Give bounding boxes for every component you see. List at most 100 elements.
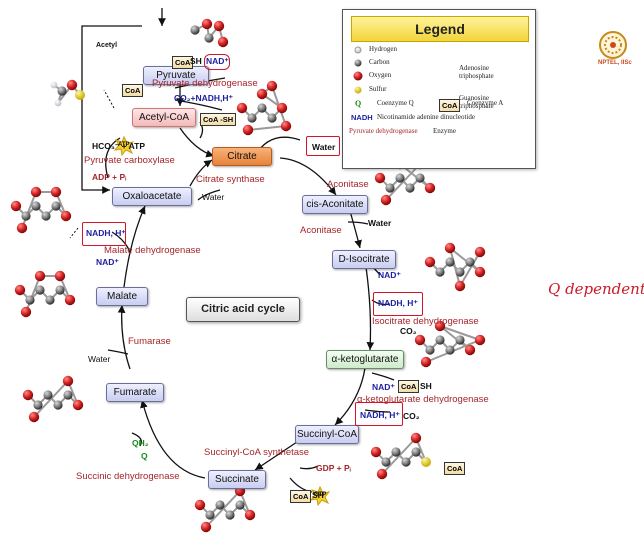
- coa-tag-pdh: CoA: [172, 56, 194, 69]
- oxygen-atom: [376, 468, 388, 480]
- legend-nadh-symbol: NADH: [351, 113, 373, 122]
- oxaloacetate-node: Oxaloacetate: [112, 187, 192, 206]
- nadh-h-akgdh: NADH, H⁺: [360, 410, 400, 420]
- legend-carbon: Carbon: [369, 58, 390, 66]
- oxygen-atom: [474, 266, 486, 278]
- oxygen-atom: [276, 102, 288, 114]
- fumarate-node: Fumarate: [106, 383, 164, 402]
- succinate-molecule: [194, 485, 256, 533]
- nad-plus-mdh: NAD⁺: [96, 257, 119, 267]
- cycle-title: Citric acid cycle: [186, 297, 300, 322]
- highlight-water: [306, 136, 340, 156]
- carbon-atom: [35, 285, 45, 295]
- oxygen-atom: [444, 242, 456, 254]
- carbon-atom: [225, 510, 235, 520]
- oxygen-atom: [66, 79, 78, 91]
- nptel-logo: [599, 31, 627, 59]
- fumarate-molecule: [22, 375, 84, 423]
- carbon-atom: [247, 113, 257, 123]
- oxygen-atom: [242, 124, 254, 136]
- gtp-label: GTP: [314, 492, 327, 498]
- nad-plus-akgdh: NAD⁺: [372, 382, 395, 392]
- oxygen-atom: [474, 246, 486, 258]
- highlight-nadh-akgdh: [355, 402, 403, 426]
- carbon-atom: [405, 183, 415, 193]
- carbon-atom: [57, 86, 67, 96]
- oxygen-atom: [454, 280, 466, 292]
- oxaloacetate-molecule: [10, 186, 72, 234]
- carbon-atom: [445, 345, 455, 355]
- oxygen-atom: [22, 389, 34, 401]
- carbon-atom: [395, 173, 405, 183]
- coa-tag-succinyl: CoA: [444, 462, 466, 475]
- oxygen-atom: [20, 306, 32, 318]
- oxygen-atom: [200, 521, 212, 533]
- oxygen-atom: [34, 270, 46, 282]
- oxygen-atom: [64, 294, 76, 306]
- oxygen-atom: [54, 270, 66, 282]
- sh-succinate: SH: [312, 490, 324, 500]
- oxygen-atom: [10, 200, 22, 212]
- legend-enzyme-symbol: Pyruvate dehydrogenase: [349, 127, 418, 135]
- nad-plus-idh: NAD⁺: [378, 270, 401, 280]
- legend-oxygen: Oxygen: [369, 71, 392, 79]
- sulfur-atom: [75, 90, 85, 100]
- legend-coenzyme-q: Coenzyme Q: [377, 99, 414, 107]
- legend-q-symbol: Q: [355, 99, 362, 108]
- oxygen-atom: [14, 284, 26, 296]
- atp-icon: [113, 135, 135, 157]
- carbon-atom: [25, 295, 35, 305]
- carbon-atom: [425, 345, 435, 355]
- oxygen-atom: [434, 320, 446, 332]
- d-isocitrate-node: D-Isocitrate: [332, 250, 396, 269]
- legend-swatches: [353, 46, 363, 94]
- gtp-icon: [309, 485, 331, 507]
- water-fumarase: Water: [88, 354, 111, 364]
- oxygen-atom: [410, 432, 422, 444]
- oxygen-atom: [28, 411, 40, 423]
- enzyme-pyruvate-carboxylase: Pyruvate carboxylase: [84, 155, 175, 166]
- acetyl-coa-node: Acetyl-CoA: [132, 108, 196, 127]
- carbon-atom: [391, 447, 401, 457]
- carbon-atom: [401, 457, 411, 467]
- oxygen-atom: [256, 88, 268, 100]
- co2-nadh-pdh: CO₂+NADH,H⁺: [174, 93, 234, 103]
- carbon-atom: [455, 335, 465, 345]
- enzyme-aconitase-2: Aconitase: [300, 225, 342, 236]
- legend-enzyme-label: Enzyme: [433, 127, 456, 135]
- cis-aconitate-node: cis-Aconitate: [302, 195, 368, 214]
- oxygen-atom: [16, 222, 28, 234]
- oxygen-atom: [424, 256, 436, 268]
- nadh-h-idh: NADH, H⁺: [378, 298, 418, 308]
- nad-plus-pdh: NAD⁺: [206, 56, 229, 66]
- carbon-atom: [43, 390, 53, 400]
- qh2-label: QH₂: [132, 438, 149, 448]
- akg-molecule: [414, 320, 486, 368]
- oxygen-atom: [464, 344, 476, 356]
- legend-coa-tag: CoA: [439, 99, 461, 112]
- carbon-atom: [381, 457, 391, 467]
- carbon-atom: [63, 390, 73, 400]
- coa-tag-succinate: CoA: [290, 490, 312, 503]
- legend-hydrogen: Hydrogen: [369, 45, 397, 53]
- adp-pi-label: ADP + Pᵢ: [92, 172, 127, 182]
- carbon-atom: [33, 400, 43, 410]
- highlight-nad-pdh: [204, 54, 230, 70]
- logo-text: NPTEL, IISc: [598, 60, 632, 66]
- atp-label: ATP: [118, 142, 130, 148]
- handwritten-note: Q dependent: [548, 280, 644, 298]
- carbon-atom: [51, 201, 61, 211]
- oxygen-atom: [50, 186, 62, 198]
- hydrogen-atom: [50, 81, 58, 89]
- carbon-atom: [215, 500, 225, 510]
- enzyme-aconitase-1: Aconitase: [327, 179, 369, 190]
- pyruvate-molecule: [190, 18, 229, 48]
- enzyme-pyruvate-dehydrogenase: Pyruvate dehydrogenase: [152, 78, 258, 89]
- sh-akgdh: SH: [420, 381, 432, 391]
- oxygen-atom: [266, 80, 278, 92]
- succinate-node: Succinate: [208, 470, 266, 489]
- carbon-atom: [205, 510, 215, 520]
- malate-node: Malate: [96, 287, 148, 306]
- oxygen-atom: [474, 334, 486, 346]
